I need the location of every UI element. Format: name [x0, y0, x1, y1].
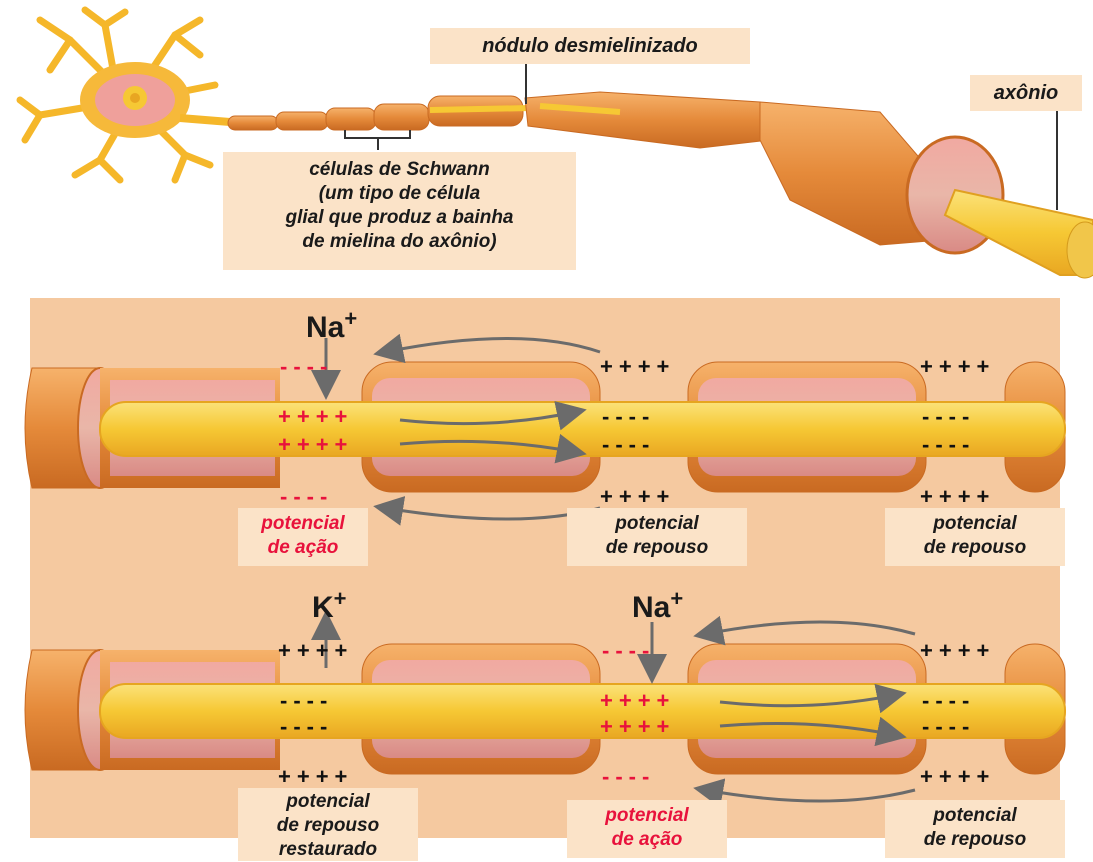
charge-r1-node3-in-1: ----	[922, 406, 975, 428]
charge-r1-node2-in-2: ----	[602, 434, 655, 456]
row1-potencial-repouso-1: potencial de repouso	[567, 508, 747, 566]
row1-potencial-repouso-2: potencial de repouso	[885, 508, 1065, 566]
charge-r2-node2-in-2: ++++	[600, 716, 675, 738]
charge-r2-node2-out-bottom: ----	[602, 766, 655, 788]
row2-restaurado-line-3: restaurado	[238, 838, 418, 862]
charge-r2-node3-in-1: ----	[922, 690, 975, 712]
charge-r1-node3-in-2: ----	[922, 434, 975, 456]
schwann-line-3: glial que produz a bainha	[223, 206, 576, 230]
row1-acao-line-2: de ação	[238, 536, 368, 560]
row1-repouso1-line-1: potencial	[567, 512, 747, 536]
charge-r1-node3-out-top: ++++	[920, 356, 995, 378]
row2-repouso-line-2: de repouso	[885, 828, 1065, 852]
schwann-line-2: (um tipo de célula	[223, 182, 576, 206]
na-ion-row1-charge: +	[344, 306, 357, 331]
k-ion-row2-symbol: K	[312, 591, 334, 624]
node-label: nódulo desmielinizado	[430, 28, 750, 64]
charge-r2-node1-in-1: ----	[280, 690, 333, 712]
charge-r1-node3-out-bottom: ++++	[920, 486, 995, 508]
charge-r1-node1-out-top: ----	[280, 356, 333, 378]
charge-r2-node3-out-top: ++++	[920, 640, 995, 662]
row2-potencial-acao: potencial de ação	[567, 800, 727, 858]
charge-r1-node1-in-2: ++++	[278, 434, 353, 456]
row2-acao-line-1: potencial	[567, 804, 727, 828]
na-ion-row2-charge: +	[670, 586, 683, 611]
na-ion-row2: Na+	[632, 586, 683, 625]
charge-r2-node2-out-top: ----	[602, 640, 655, 662]
neuron-cell-body	[20, 10, 215, 180]
k-ion-row2: K+	[312, 586, 347, 625]
charge-r1-node2-out-bottom: ++++	[600, 486, 675, 508]
charge-r2-node1-in-2: ----	[280, 716, 333, 738]
k-ion-row2-charge: +	[334, 586, 347, 611]
row1-repouso1-line-2: de repouso	[567, 536, 747, 560]
charge-r1-node1-out-bottom: ----	[280, 486, 333, 508]
na-ion-row1-symbol: Na	[306, 311, 344, 344]
schwann-line-1: células de Schwann	[223, 158, 576, 182]
row2-potencial-repouso: potencial de repouso	[885, 800, 1065, 858]
charge-r2-node2-in-1: ++++	[600, 690, 675, 712]
row2-acao-line-2: de ação	[567, 828, 727, 852]
charge-r1-node2-out-top: ++++	[600, 356, 675, 378]
row1-repouso2-line-1: potencial	[885, 512, 1065, 536]
row2-repouso-line-1: potencial	[885, 804, 1065, 828]
charge-r1-node2-in-1: ----	[602, 406, 655, 428]
schwann-line-4: de mielina do axônio)	[223, 230, 576, 254]
charge-r2-node3-out-bottom: ++++	[920, 766, 995, 788]
na-ion-row1: Na+	[306, 306, 357, 345]
charge-r2-node1-out-bottom: ++++	[278, 766, 353, 788]
charge-r1-node1-in-1: ++++	[278, 406, 353, 428]
row2-potencial-restaurado: potencial de repouso restaurado	[238, 788, 418, 861]
row2-restaurado-line-1: potencial	[238, 790, 418, 814]
charge-r2-node1-out-top: ++++	[278, 640, 353, 662]
axon-label: axônio	[970, 75, 1082, 111]
row2-restaurado-line-2: de repouso	[238, 814, 418, 838]
na-ion-row2-symbol: Na	[632, 591, 670, 624]
charge-r2-node3-in-2: ----	[922, 716, 975, 738]
row1-potencial-acao: potencial de ação	[238, 508, 368, 566]
row1-acao-line-1: potencial	[238, 512, 368, 536]
schwann-label: células de Schwann (um tipo de célula gl…	[223, 152, 576, 270]
row1-repouso2-line-2: de repouso	[885, 536, 1065, 560]
